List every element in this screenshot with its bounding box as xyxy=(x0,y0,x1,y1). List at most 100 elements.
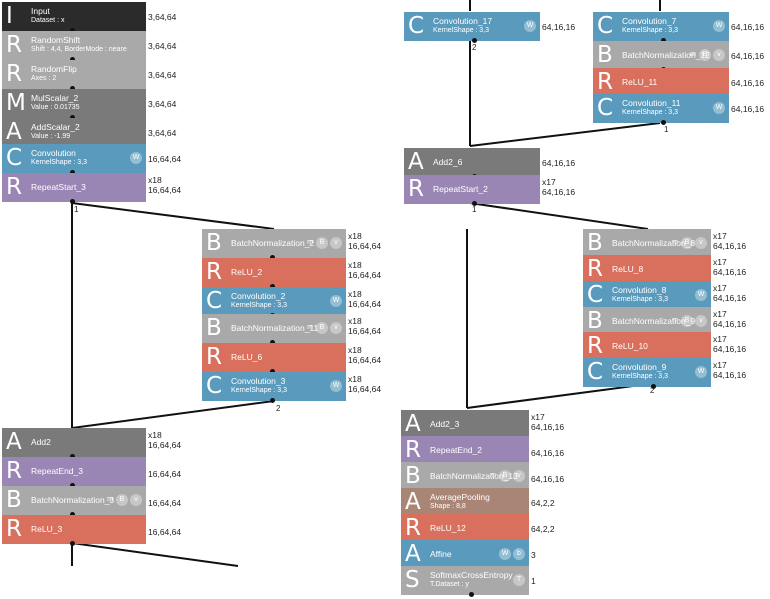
param-badge-w[interactable]: W xyxy=(713,102,725,114)
node-parameter: KernelShape : 3,3 xyxy=(231,387,288,394)
output-port[interactable] xyxy=(70,57,75,62)
param-badge-b[interactable]: B xyxy=(316,322,328,334)
output-port[interactable] xyxy=(70,86,75,91)
output-shape-line1: x17 xyxy=(713,334,727,344)
param-badge-m[interactable]: m xyxy=(490,472,496,479)
output-port[interactable] xyxy=(270,284,275,289)
param-badge-w[interactable]: W xyxy=(330,295,342,307)
param-badge-w[interactable]: W xyxy=(130,152,142,164)
output-port[interactable] xyxy=(270,340,275,345)
param-badge-v[interactable]: v xyxy=(330,237,342,249)
param-badge-w[interactable]: W xyxy=(499,548,511,560)
node-title: ReLU_6 xyxy=(231,352,263,362)
param-badge-w[interactable]: W xyxy=(695,366,707,378)
node-type-letter: I xyxy=(6,3,13,29)
param-badge-w[interactable]: W xyxy=(524,20,536,32)
param-badge-b[interactable]: B xyxy=(681,237,693,249)
output-port[interactable] xyxy=(661,120,666,125)
output-port[interactable] xyxy=(70,454,75,459)
param-badge-m[interactable]: m xyxy=(107,496,113,503)
output-port[interactable] xyxy=(661,38,666,43)
output-port[interactable] xyxy=(270,255,275,260)
param-badge-b[interactable]: B xyxy=(681,315,693,327)
output-port[interactable] xyxy=(472,201,477,206)
param-badge-v[interactable]: v xyxy=(695,315,707,327)
output-port[interactable] xyxy=(70,512,75,517)
output-port[interactable] xyxy=(70,541,75,546)
node-type-letter: R xyxy=(597,69,613,95)
output-port[interactable] xyxy=(469,592,474,597)
output-port[interactable] xyxy=(472,38,477,43)
param-badge-m[interactable]: m xyxy=(672,239,678,246)
param-badge-m[interactable]: m xyxy=(672,317,678,324)
param-badge-b[interactable]: B xyxy=(116,494,128,506)
param-badge-b[interactable]: B xyxy=(316,237,328,249)
output-port[interactable] xyxy=(70,170,75,175)
output-port[interactable] xyxy=(651,384,656,389)
output-port[interactable] xyxy=(270,369,275,374)
param-badge-w[interactable]: W xyxy=(330,380,342,392)
param-badge-m[interactable]: m xyxy=(307,324,313,331)
output-port[interactable] xyxy=(270,398,275,403)
output-port[interactable] xyxy=(70,28,75,33)
output-port[interactable] xyxy=(70,199,75,204)
param-badge-w[interactable]: W xyxy=(695,289,707,301)
param-badge-v[interactable]: v xyxy=(130,494,142,506)
output-port[interactable] xyxy=(70,115,75,120)
param-badge-v[interactable]: v xyxy=(513,470,525,482)
param-badge-m[interactable]: m xyxy=(690,51,696,58)
param-badge-b[interactable]: B xyxy=(699,49,711,61)
param-badge-t[interactable]: T xyxy=(513,574,525,586)
output-shape-line1: 64,16,16 xyxy=(542,158,576,168)
param-badge-m[interactable]: m xyxy=(307,239,313,246)
param-badge-v[interactable]: v xyxy=(695,237,707,249)
output-port[interactable] xyxy=(70,483,75,488)
param-badge-v[interactable]: v xyxy=(330,322,342,334)
node-parameter: KernelShape : 3,3 xyxy=(231,302,288,309)
param-badge-b[interactable]: B xyxy=(499,470,511,482)
param-badge-w[interactable]: W xyxy=(713,20,725,32)
param-badge-b[interactable]: b xyxy=(513,548,525,560)
param-badge-v[interactable]: v xyxy=(713,49,725,61)
